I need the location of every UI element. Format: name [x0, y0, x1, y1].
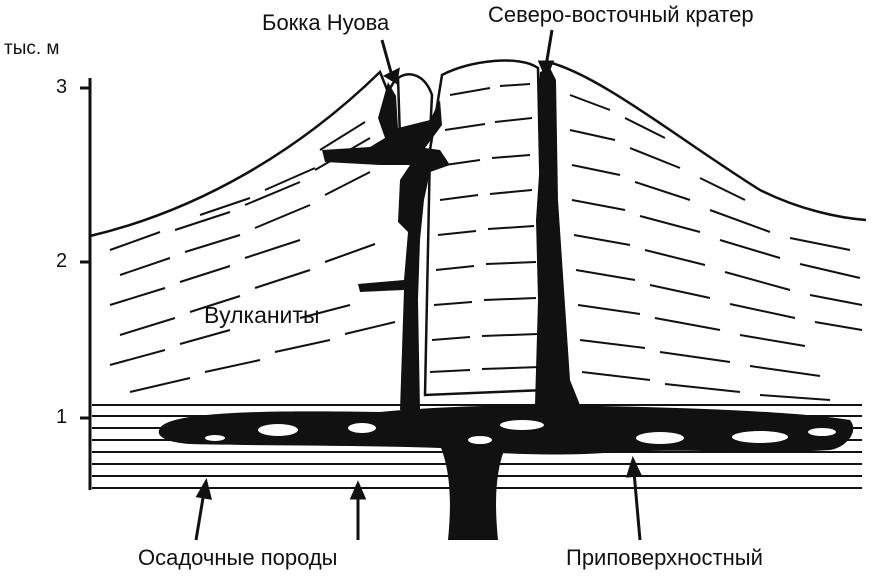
- axis-tick-label-2: 2: [56, 250, 68, 272]
- volcanic-strata-right: [569, 94, 863, 401]
- arrow-ne-crater: [537, 29, 555, 80]
- axis-unit-label: тыс. м: [4, 38, 60, 59]
- axis-tick-label-3: 3: [56, 76, 68, 98]
- arrow-near-surface: [625, 455, 643, 541]
- label-ne-crater: Северо-восточный кратер: [488, 2, 754, 27]
- magma-conduit-ne-crater: [535, 68, 580, 405]
- arrow-bocca-nuova: [380, 39, 400, 85]
- label-sedimentary: Осадочные породы: [138, 545, 338, 570]
- volcano-right-flank: [547, 60, 867, 222]
- label-near-surface: Приповерхностный: [566, 545, 763, 570]
- label-volcanics: Вулканиты: [204, 302, 320, 328]
- volcanic-strata-center: [429, 83, 541, 373]
- sill-inclusions: [205, 420, 836, 444]
- magma-conduit-bocca-nuova: [322, 82, 450, 410]
- central-block: [423, 59, 547, 397]
- volcanic-strata-left: [109, 121, 396, 393]
- volcano-left-flank: [89, 69, 398, 238]
- label-bocca-nuova: Бокка Нуова: [262, 10, 390, 35]
- axis-tick-label-1: 1: [56, 406, 68, 428]
- arrow-sedimentary-2: [349, 480, 367, 540]
- magma-feeder: [440, 445, 505, 540]
- magma-sill: [158, 405, 854, 455]
- arrow-sedimentary-1: [194, 478, 213, 541]
